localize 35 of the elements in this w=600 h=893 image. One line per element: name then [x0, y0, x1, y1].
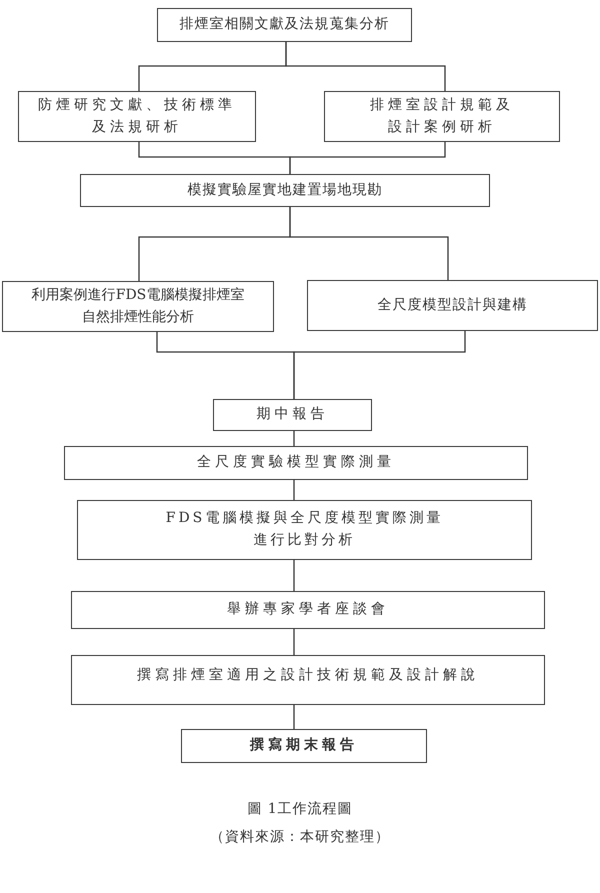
- process-box: [324, 91, 560, 142]
- step-label: FDS電腦模擬與全尺度模型實際測量進行比對分析: [164, 509, 444, 550]
- process-box: [307, 280, 598, 331]
- process-box: [77, 500, 532, 560]
- process-box: [181, 729, 427, 763]
- connector-line: [289, 207, 449, 280]
- step-label: 全尺度模型設計與建構: [378, 296, 528, 315]
- process-box: [18, 91, 256, 142]
- connector-line: [285, 42, 446, 91]
- process-box: [80, 174, 490, 207]
- source-note: （資料來源：本研究整理）: [210, 828, 390, 846]
- step-label: 撰寫期末報告: [250, 736, 358, 756]
- process-box: [64, 446, 528, 480]
- connector-line: [289, 142, 446, 174]
- process-box: [157, 8, 412, 42]
- process-box: [213, 399, 372, 431]
- process-box: [71, 591, 545, 629]
- connector-line: [293, 431, 295, 446]
- step-label: 舉辦專家學者座談會: [227, 600, 389, 620]
- step-label: 排煙室相關文獻及法規蒐集分析: [180, 15, 390, 34]
- step-label: 利用案例進行FDS電腦模擬排煙室自然排煙性能分析: [30, 286, 246, 326]
- step-label: 撰寫排煙室適用之設計技術規範及設計解說: [137, 666, 479, 685]
- process-box: [71, 655, 545, 705]
- process-box: [2, 281, 274, 332]
- step-label: 期中報告: [256, 405, 328, 424]
- connector-line: [293, 560, 295, 591]
- step-label: 模擬實驗屋實地建置場地現勘: [188, 180, 382, 200]
- step-label: 防煙研究文獻、技術標準及法規研析: [37, 96, 237, 136]
- connector-line: [293, 629, 295, 655]
- step-label: 全尺度實驗模型實際測量: [197, 453, 395, 472]
- connector-line: [293, 480, 295, 500]
- connector-line: [293, 705, 295, 729]
- connector-line: [293, 331, 466, 399]
- figure-caption: 圖 1工作流程圖: [247, 800, 353, 818]
- step-label: 排煙室設計規範及設計案例研析: [369, 96, 515, 136]
